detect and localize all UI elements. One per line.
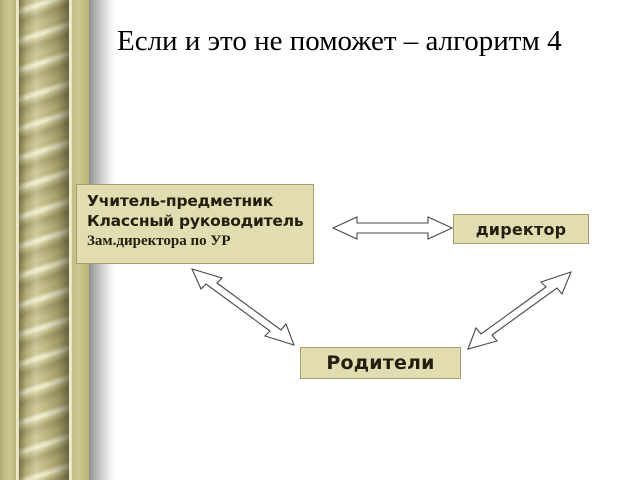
node-teacher-line-1: Учитель-предметник xyxy=(87,192,274,210)
node-parents-label: Родители xyxy=(326,352,435,374)
border-band-left xyxy=(0,0,16,480)
arrow-parents-director xyxy=(467,271,572,350)
border-separator-right xyxy=(69,0,72,480)
node-parents[interactable]: Родители xyxy=(300,347,461,379)
rope-column-shading xyxy=(19,0,69,480)
node-director-label: директор xyxy=(475,219,567,239)
node-teacher-line-2: Классный руководитель xyxy=(87,212,304,230)
node-director[interactable]: директор xyxy=(453,214,589,244)
arrow-teacher-director xyxy=(331,216,454,240)
node-teacher-line-3: Зам.директора по УР xyxy=(87,233,231,249)
arrow-teacher-parents xyxy=(191,268,295,346)
page-title: Если и это не поможет – алгоритм 4 xyxy=(117,25,562,57)
border-separator-left xyxy=(16,0,19,480)
node-teacher-group[interactable]: Учитель-предметник Классный руководитель… xyxy=(76,184,314,264)
